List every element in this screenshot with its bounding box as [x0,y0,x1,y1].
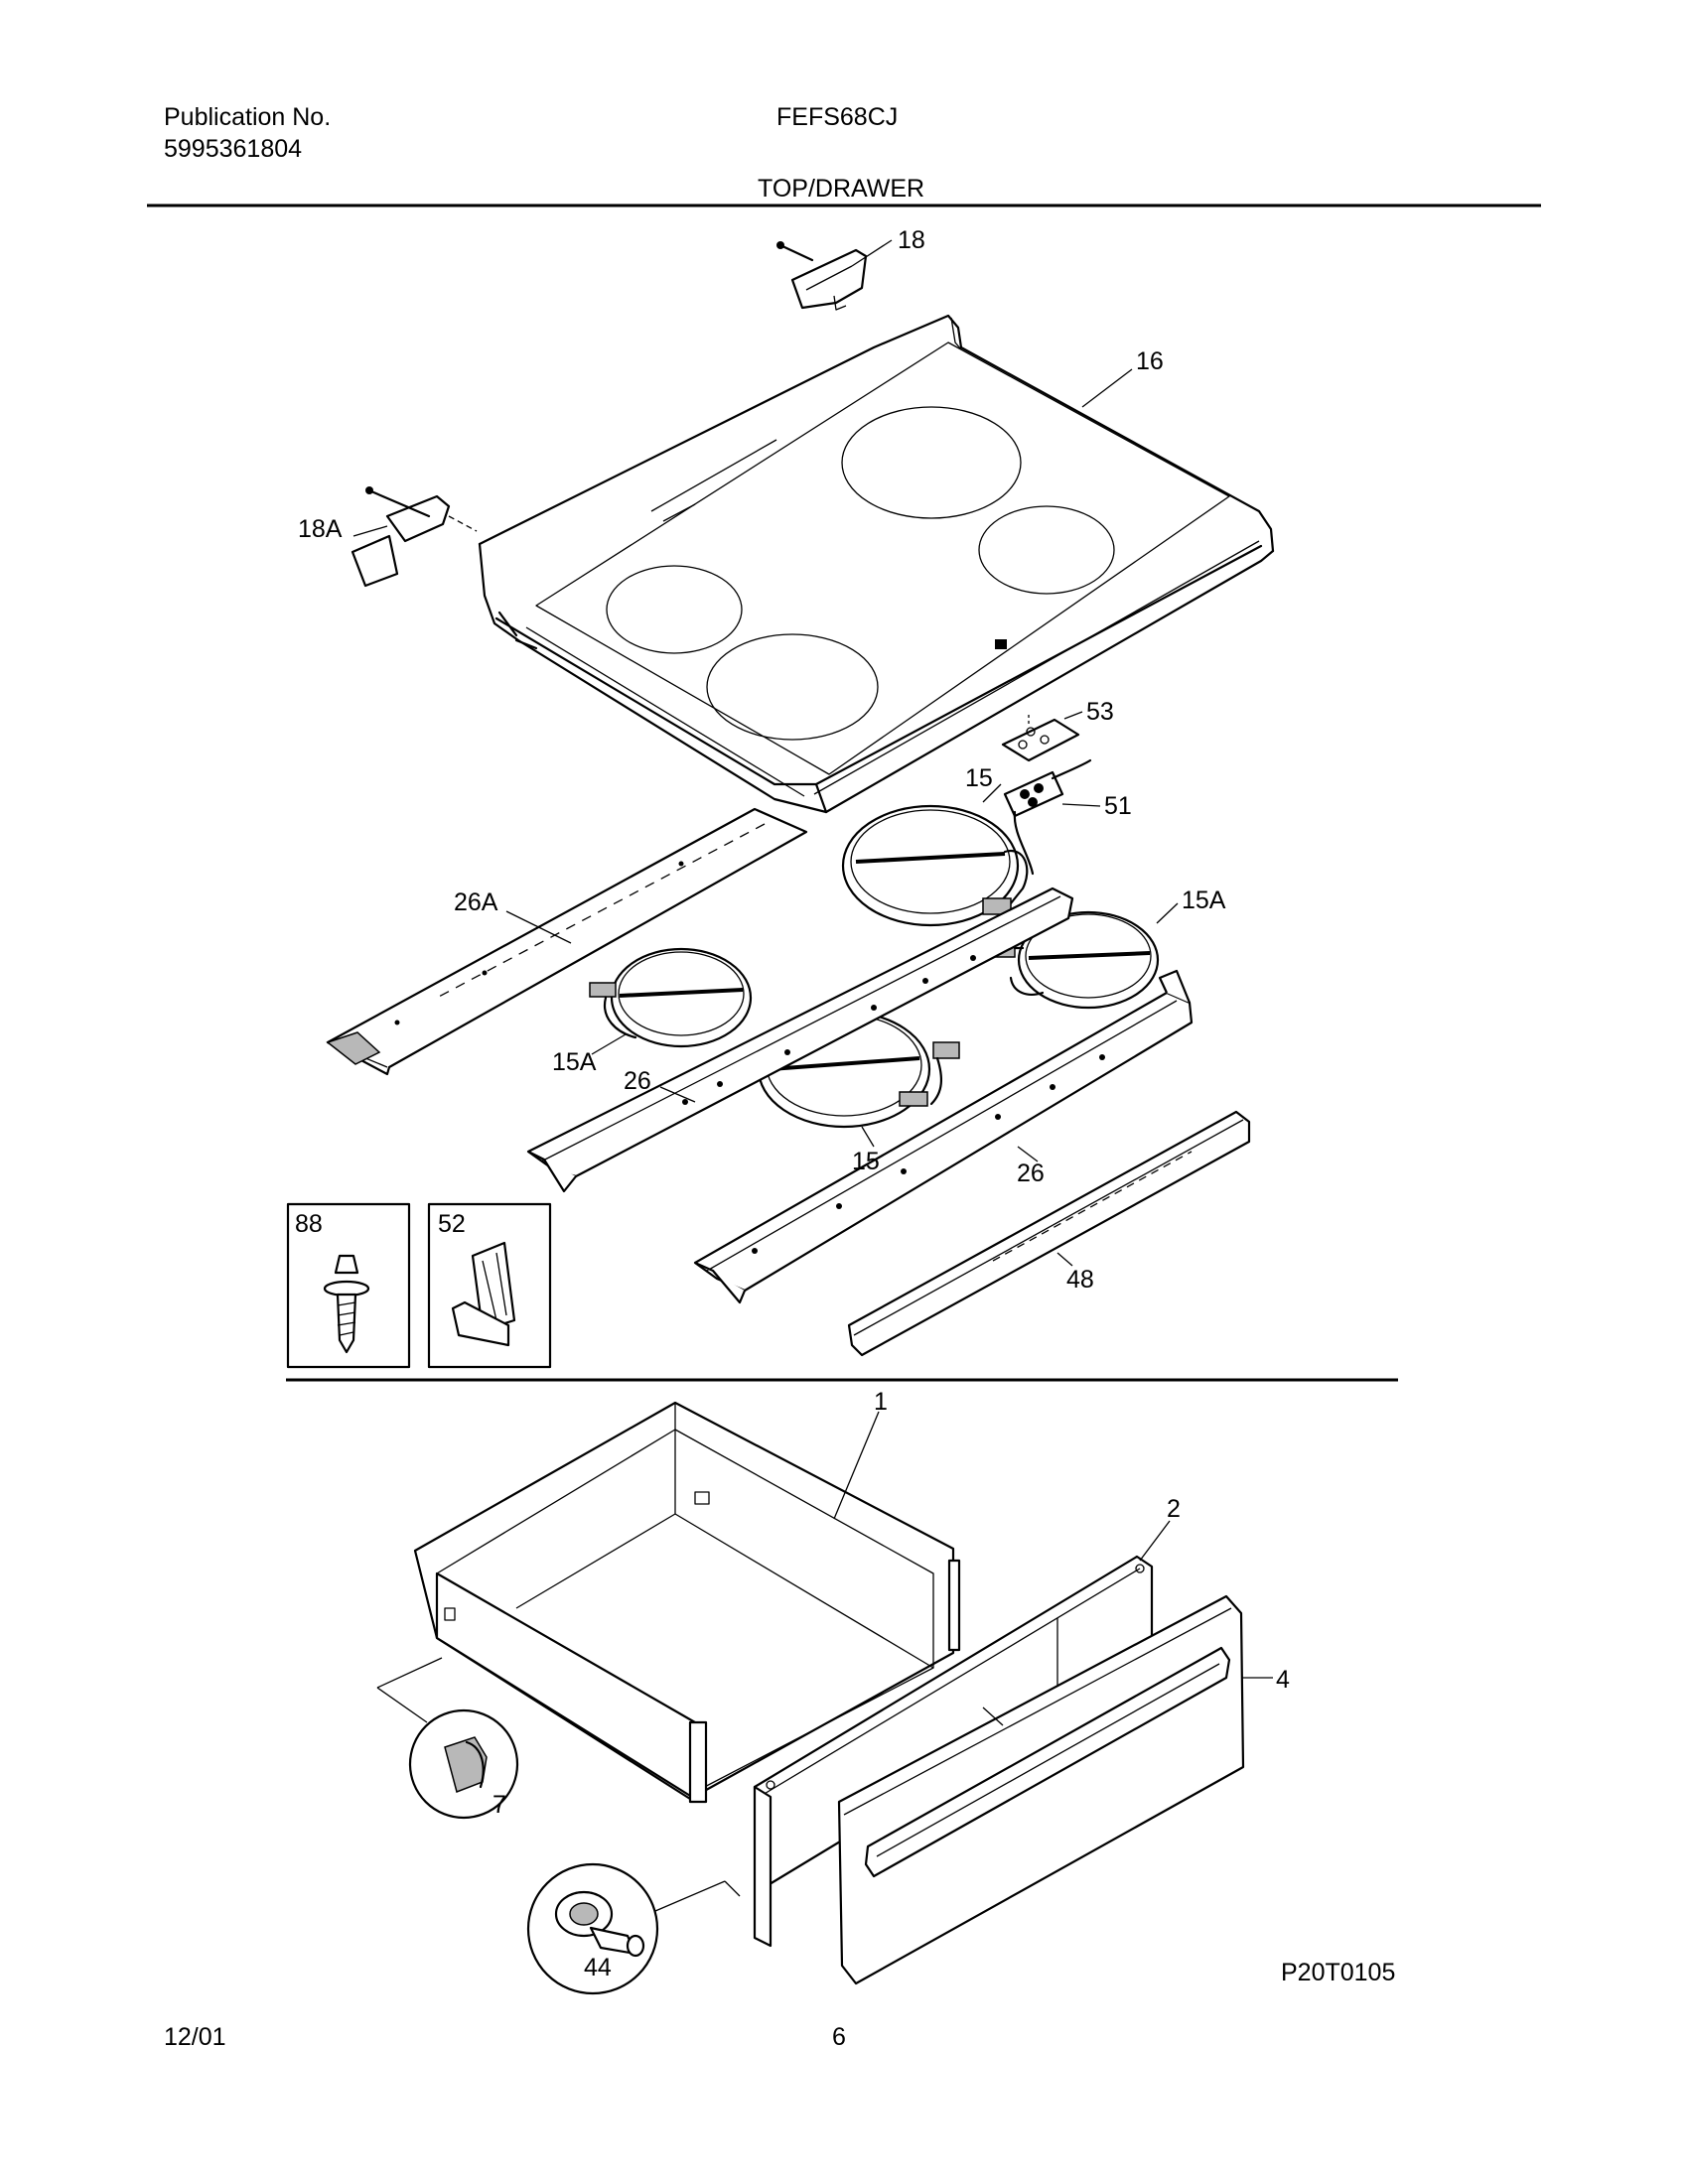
support-channel-26-left [526,887,1074,1193]
leader-lines [352,239,1273,1679]
callout-7: 7 [492,1791,506,1819]
drawer-front-4 [837,1594,1245,1985]
radiant-element-15-top [841,804,1029,927]
callout-15A-left: 15A [552,1048,597,1076]
logo-mark [995,639,1007,649]
support-channel-26-right [693,969,1194,1304]
detail-7-glide [376,1657,519,1820]
radiant-element-15A-left [589,947,753,1048]
callout-26-left: 26 [624,1067,651,1095]
callout-26A: 26A [454,888,498,916]
trim-48 [847,1110,1251,1357]
figure-code: P20T0105 [1281,1959,1396,1986]
footer-date: 12/01 [164,2023,226,2051]
zone-front-left [606,565,743,654]
publication-number: 5995361804 [164,135,303,163]
cooktop-top-assembly [478,314,1275,814]
callout-18A: 18A [298,515,343,543]
callout-15A-right: 15A [1182,887,1226,914]
callout-26-right: 26 [1017,1160,1045,1187]
callout-1: 1 [874,1388,888,1416]
switch-plate-53 [1001,715,1080,762]
detail-44-roller [526,1862,741,1995]
callout-44: 44 [584,1954,612,1981]
callout-51: 51 [1104,792,1132,820]
inset-label-88: 88 [295,1210,323,1238]
bracket-18A [351,486,478,588]
inset-label-52: 52 [438,1210,466,1238]
publication-label: Publication No. [164,103,332,131]
zone-rear-left [841,406,1022,519]
terminal-block-51 [1003,758,1092,876]
callout-18: 18 [898,226,925,254]
model-number: FEFS68CJ [776,103,899,131]
drawer-body-1 [413,1401,961,1804]
callout-2: 2 [1167,1495,1181,1523]
callout-53: 53 [1086,698,1114,726]
inset-88-stud [286,1202,411,1369]
zone-rear-right [978,505,1115,595]
callout-16: 16 [1136,347,1164,375]
zone-front-right [706,633,879,741]
callout-15-top: 15 [965,764,993,792]
callout-15-bottom: 15 [852,1148,880,1175]
section-title: TOP/DRAWER [758,175,925,203]
bracket-18 [776,241,868,311]
inset-52-clip [427,1202,552,1369]
callout-48: 48 [1066,1266,1094,1294]
page-number: 6 [832,2023,846,2051]
callout-4: 4 [1276,1666,1290,1694]
